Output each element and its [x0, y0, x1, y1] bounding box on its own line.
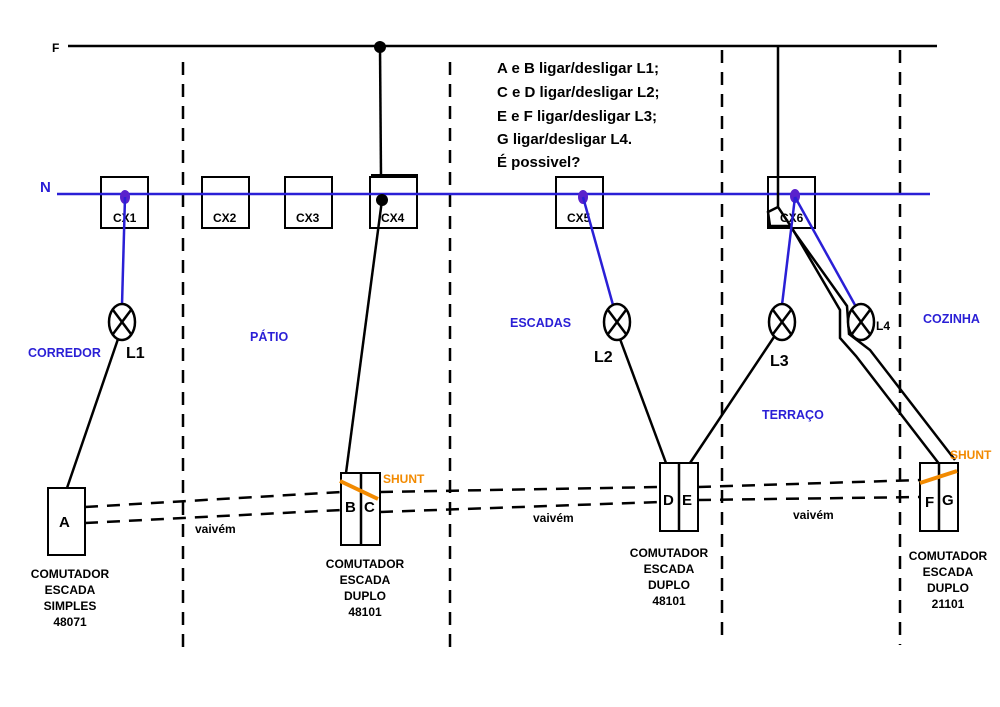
svg-text:A: A — [59, 514, 70, 531]
lamp-icon-l1 — [107, 302, 137, 342]
svg-text:C: C — [364, 499, 375, 516]
switch-de: D E — [659, 462, 699, 532]
question-text: A e B ligar/desligar L1; C e D ligar/des… — [497, 60, 660, 171]
shunt-label: SHUNT — [383, 472, 425, 486]
neutral-label: N — [40, 179, 51, 196]
wire — [65, 338, 120, 489]
label-cx4: CX4 — [381, 211, 405, 225]
svg-text:ESCADA: ESCADA — [340, 573, 391, 587]
svg-text:COMUTADOR: COMUTADOR — [326, 557, 405, 571]
svg-text:C e D ligar/desligar L2;: C e D ligar/desligar L2; — [497, 84, 660, 101]
caption-de: COMUTADOR ESCADA DUPLO 48101 — [630, 546, 709, 608]
room-cozinha: COZINHA — [923, 312, 980, 326]
svg-text:48101: 48101 — [348, 605, 382, 619]
svg-text:D: D — [663, 492, 674, 509]
shunt-bar — [339, 479, 379, 501]
svg-text:COMUTADOR: COMUTADOR — [31, 567, 110, 581]
room-terraco: TERRAÇO — [762, 408, 824, 422]
svg-text:ESCADA: ESCADA — [923, 565, 974, 579]
switch-a: A — [47, 487, 86, 556]
vaivem-label: vaivém — [533, 511, 574, 525]
return-wire-l4 — [766, 205, 956, 461]
shunt-bar — [919, 469, 958, 485]
vaivem-label: vaivém — [195, 522, 236, 536]
wire — [618, 338, 668, 464]
caption-a: COMUTADOR ESCADA SIMPLES 48071 — [31, 567, 110, 629]
wire — [120, 196, 127, 306]
svg-text:DUPLO: DUPLO — [344, 589, 386, 603]
lamp-icon-l4 — [846, 302, 876, 342]
svg-text:G: G — [942, 492, 954, 509]
box-cx2 — [201, 176, 250, 229]
box-cx5 — [555, 176, 604, 229]
box-cx3 — [284, 176, 333, 229]
svg-text:21101: 21101 — [932, 597, 965, 611]
phase-drop-cx4 — [378, 46, 383, 178]
lamp-label-l3: L3 — [770, 353, 789, 370]
junction-boxes: CX1 CX2 CX3 CX4 CX5 CX6 — [100, 174, 816, 229]
lamp-icon-l2 — [602, 302, 632, 342]
lamp-icon-l3 — [767, 302, 797, 342]
wire — [581, 196, 615, 306]
phase-wire-to-fg — [776, 47, 941, 466]
lamps — [107, 302, 876, 342]
label-cx5: CX5 — [567, 211, 591, 225]
svg-text:É possivel?: É possivel? — [497, 154, 580, 171]
room-escadas: ESCADAS — [510, 316, 571, 330]
room-patio: PÁTIO — [250, 329, 288, 344]
svg-text:COMUTADOR: COMUTADOR — [909, 549, 988, 563]
wire — [780, 196, 797, 306]
svg-text:DUPLO: DUPLO — [648, 578, 690, 592]
label-cx3: CX3 — [296, 211, 320, 225]
caption-bc: COMUTADOR ESCADA DUPLO 48101 — [326, 557, 405, 619]
svg-text:SIMPLES: SIMPLES — [44, 599, 97, 613]
svg-text:DUPLO: DUPLO — [927, 581, 969, 595]
wire — [793, 196, 857, 306]
svg-text:48071: 48071 — [53, 615, 87, 629]
label-cx2: CX2 — [213, 211, 237, 225]
svg-text:E: E — [682, 492, 692, 509]
svg-text:COMUTADOR: COMUTADOR — [630, 546, 709, 560]
wire — [688, 336, 776, 464]
room-corredor: CORREDOR — [28, 346, 101, 360]
svg-text:E e F ligar/desligar L3;: E e F ligar/desligar L3; — [497, 108, 657, 125]
vaivem-label: vaivém — [793, 508, 834, 522]
svg-text:ESCADA: ESCADA — [644, 562, 695, 576]
traveller-wires — [84, 478, 921, 525]
zone-dividers — [181, 50, 902, 650]
shunt-label: SHUNT — [950, 448, 992, 462]
switch-fg: F G — [919, 462, 959, 532]
svg-text:F: F — [925, 494, 934, 511]
lamp-label-l2: L2 — [594, 349, 613, 366]
phase-label: F — [52, 41, 59, 55]
svg-text:A e B ligar/desligar L1;: A e B ligar/desligar L1; — [497, 60, 659, 77]
lamp-label-l4: L4 — [876, 319, 890, 333]
wire — [344, 199, 384, 474]
switch-bc: B C — [339, 472, 381, 546]
svg-text:B: B — [345, 499, 356, 516]
svg-text:G ligar/desligar L4.: G ligar/desligar L4. — [497, 131, 632, 148]
svg-text:ESCADA: ESCADA — [45, 583, 96, 597]
svg-text:48101: 48101 — [652, 594, 686, 608]
caption-fg: COMUTADOR ESCADA DUPLO 21101 — [909, 549, 988, 611]
lamp-label-l1: L1 — [126, 345, 145, 362]
